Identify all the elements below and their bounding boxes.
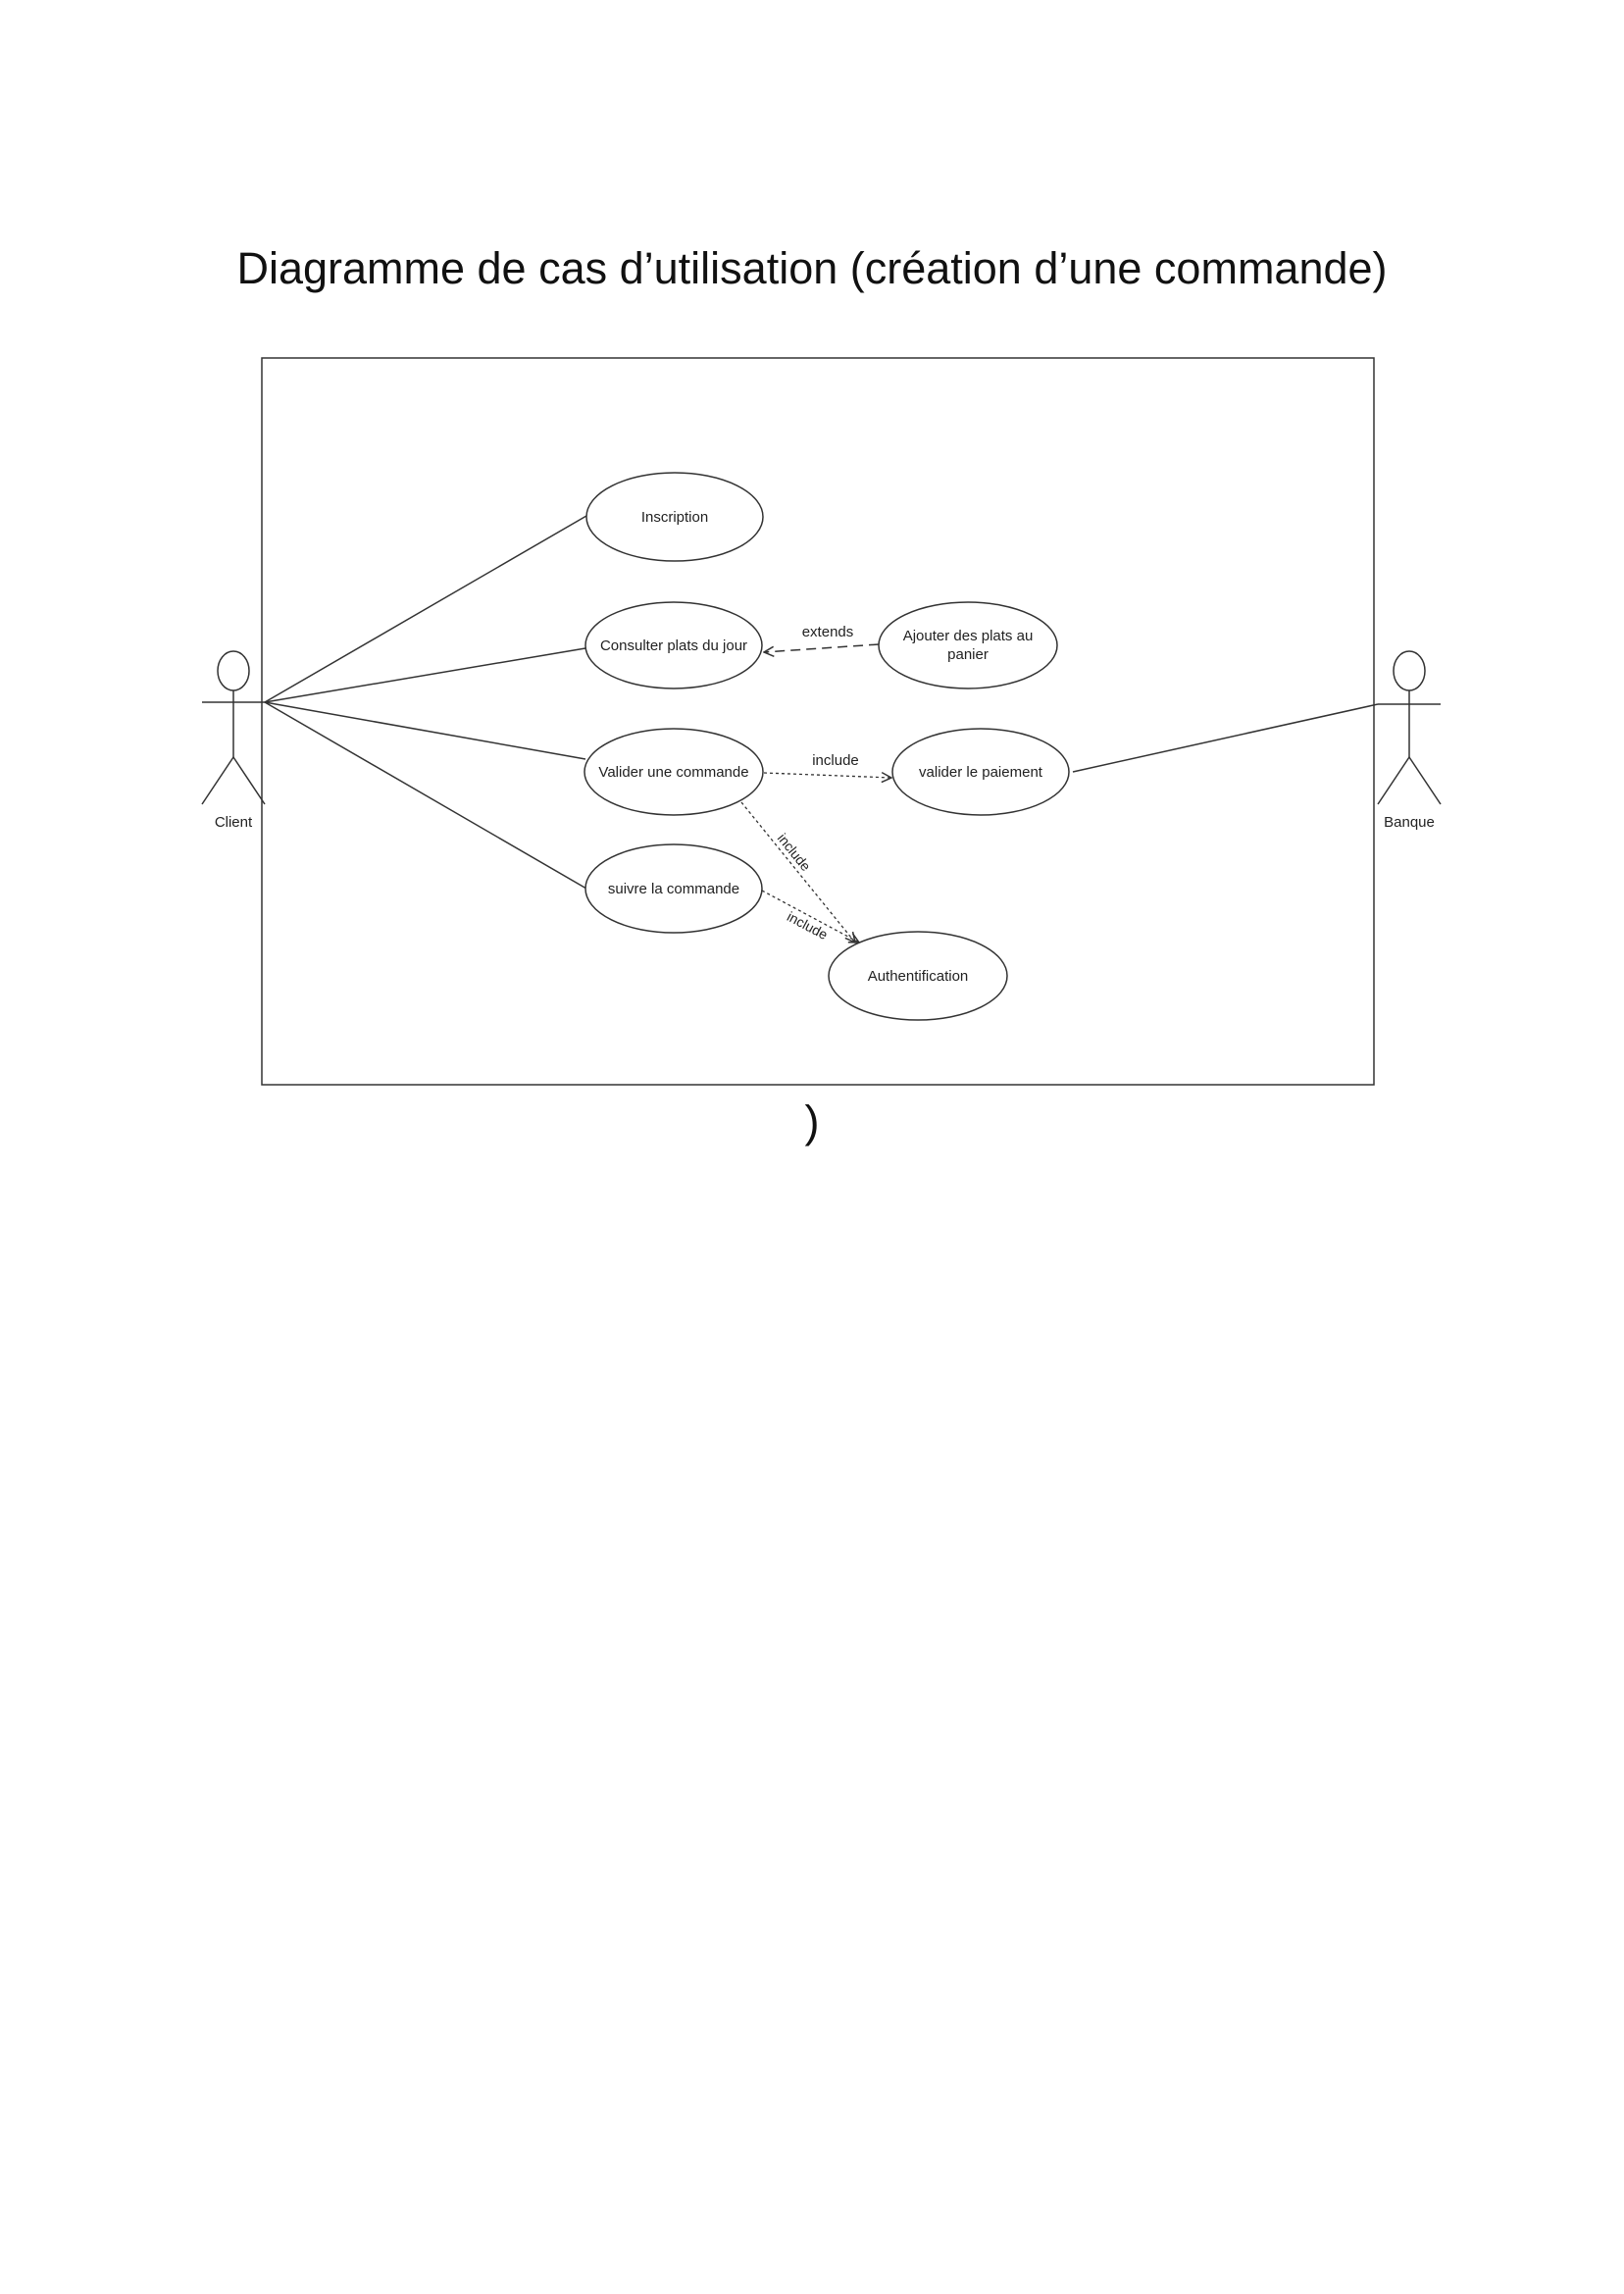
include-label-auth-from-suivre: include — [785, 908, 831, 943]
use-case-suivre-commande — [584, 843, 763, 934]
use-case-consulter-label: Consulter plats du jour — [600, 637, 747, 654]
use-case-ajouter-plats — [878, 601, 1058, 689]
trailing-parenthesis: ) — [804, 1096, 820, 1147]
association-client-suivre-commande — [264, 701, 587, 890]
use-case-valider-paiement-label: valider le paiement — [919, 764, 1043, 781]
bank-actor-head — [1393, 650, 1426, 691]
bank-actor-left-leg — [1377, 756, 1410, 805]
page-title: Diagramme de cas d’utilisation (création… — [236, 243, 1388, 293]
use-case-authentification-label: Authentification — [868, 968, 969, 985]
association-bank-paiement — [1072, 703, 1379, 773]
system-boundary — [261, 357, 1375, 1086]
use-case-suivre-commande-label: suivre la commande — [608, 881, 739, 897]
include-label-paiement: include — [812, 752, 859, 769]
bank-actor-label: Banque — [1384, 814, 1435, 831]
use-case-valider-commande — [584, 728, 764, 816]
bank-actor — [1377, 650, 1442, 805]
use-case-inscription — [585, 472, 764, 562]
use-case-inscription-label: Inscription — [641, 509, 708, 526]
bank-actor-right-leg — [1408, 756, 1442, 805]
include-arrow-auth-from-valider — [740, 801, 855, 943]
use-case-consulter-plats — [584, 601, 763, 689]
include-arrow-paiement — [763, 773, 891, 778]
use-case-authentification — [828, 931, 1008, 1021]
association-client-consulter — [264, 647, 586, 703]
use-case-valider-commande-label: Valider une commande — [598, 764, 748, 781]
association-client-inscription — [264, 515, 587, 703]
client-actor — [201, 650, 266, 805]
extends-arrow — [764, 643, 880, 652]
extends-label: extends — [802, 624, 854, 640]
client-actor-left-leg — [201, 756, 234, 805]
client-actor-right-leg — [232, 756, 266, 805]
client-associations — [264, 515, 587, 890]
association-client-valider-commande — [264, 701, 586, 760]
client-actor-head — [217, 650, 250, 691]
use-case-ajouter-label-line2: panier — [947, 646, 989, 663]
use-case-ajouter-label-line1: Ajouter des plats au — [903, 628, 1034, 644]
include-arrow-auth-from-suivre — [761, 890, 859, 943]
client-actor-label: Client — [215, 814, 253, 831]
